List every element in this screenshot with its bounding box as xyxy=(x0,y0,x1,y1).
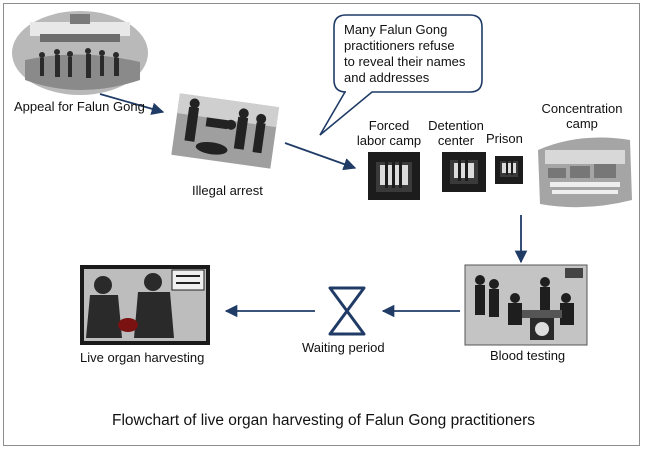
concentration-camp-photo xyxy=(538,137,632,208)
blood-testing-label: Blood testing xyxy=(490,348,566,363)
arrow-arrest-to-labor-camp xyxy=(284,142,357,171)
callout-text: Many Falun Gong practitioners refuse to … xyxy=(344,22,466,85)
appeal-photo xyxy=(12,11,148,95)
waiting-period-label: Waiting period xyxy=(302,340,385,355)
diagram-frame xyxy=(3,3,640,446)
harvest-label: Live organ harvesting xyxy=(80,350,205,365)
labor-camp-icon xyxy=(368,152,420,200)
flow-arrows xyxy=(99,93,528,318)
prison-label: Prison xyxy=(486,131,523,146)
arrest-label: Illegal arrest xyxy=(192,183,263,198)
arrest-photo xyxy=(171,93,279,169)
diagram-caption: Flowchart of live organ harvesting of Fa… xyxy=(111,412,536,429)
arrow-appeal-to-arrest xyxy=(99,93,165,115)
prison-icon xyxy=(495,156,523,184)
appeal-label: Appeal for Falun Gong xyxy=(14,99,145,114)
blood-testing-photo xyxy=(464,264,588,346)
hourglass-icon xyxy=(328,286,366,336)
callout-bubble xyxy=(319,14,483,136)
detention-center-icon xyxy=(442,152,486,192)
harvest-image xyxy=(80,265,210,345)
